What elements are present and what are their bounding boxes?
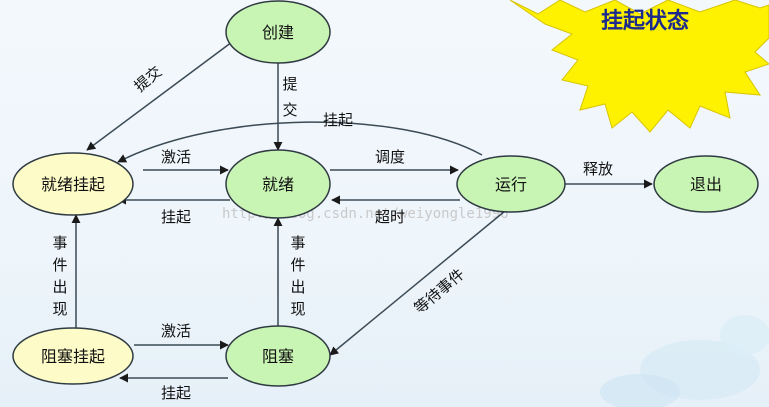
label-running-to-ready-suspend: 挂起 bbox=[323, 111, 353, 129]
label-ready-suspend-to-ready: 激活 bbox=[161, 148, 191, 166]
background-decoration bbox=[600, 315, 769, 407]
label-blocked-to-ready-4: 现 bbox=[290, 300, 305, 318]
label-running-to-exit: 释放 bbox=[583, 160, 613, 178]
node-ready-suspend-label: 就绪挂起 bbox=[41, 175, 105, 194]
label-blocked-to-ready-2: 件 bbox=[290, 256, 305, 274]
edge-running-to-blocked bbox=[329, 210, 506, 356]
label-create-to-ready-2: 交 bbox=[282, 101, 297, 119]
label-blocked-to-ready-1: 事 bbox=[290, 234, 305, 252]
label-running-to-ready: 超时 bbox=[375, 208, 405, 226]
label-blocked-suspend-to-ready-suspend-2: 件 bbox=[52, 256, 67, 274]
label-blocked-suspend-to-ready-suspend-4: 现 bbox=[52, 300, 67, 318]
title-star-badge: 挂起状态 bbox=[509, 0, 769, 133]
label-running-to-blocked: 等待事件 bbox=[411, 265, 469, 317]
edge-create-to-ready-suspend bbox=[86, 41, 233, 151]
node-blocked-label: 阻塞 bbox=[262, 347, 294, 366]
node-ready: 就绪 bbox=[225, 149, 331, 219]
node-running-label: 运行 bbox=[495, 175, 527, 194]
nodes: 创建 就绪挂起 就绪 运行 退出 阻塞挂起 阻塞 bbox=[12, 0, 759, 387]
node-exit-label: 退出 bbox=[690, 175, 722, 194]
node-blocked: 阻塞 bbox=[225, 325, 331, 387]
label-create-to-ready-suspend: 提交 bbox=[131, 62, 166, 95]
label-blocked-suspend-to-ready-suspend-1: 事 bbox=[52, 234, 67, 252]
node-blocked-suspend: 阻塞挂起 bbox=[12, 327, 134, 385]
star-burst-shape bbox=[509, 0, 769, 133]
node-ready-label: 就绪 bbox=[262, 175, 294, 194]
node-create: 创建 bbox=[225, 0, 331, 64]
label-ready-to-running: 调度 bbox=[375, 148, 405, 166]
node-create-label: 创建 bbox=[262, 23, 294, 42]
label-create-to-ready-1: 提 bbox=[282, 75, 297, 93]
node-ready-suspend: 就绪挂起 bbox=[12, 152, 134, 216]
label-blocked-to-blocked-suspend: 挂起 bbox=[161, 384, 191, 402]
label-blocked-suspend-to-ready-suspend-3: 出 bbox=[52, 278, 67, 296]
label-blocked-to-ready-3: 出 bbox=[290, 278, 305, 296]
edge-running-to-ready-suspend bbox=[117, 121, 483, 163]
edges bbox=[71, 41, 653, 383]
label-ready-to-ready-suspend: 挂起 bbox=[161, 208, 191, 226]
node-running: 运行 bbox=[456, 155, 566, 213]
diagram-title: 挂起状态 bbox=[601, 8, 689, 34]
node-exit: 退出 bbox=[653, 155, 759, 213]
node-blocked-suspend-label: 阻塞挂起 bbox=[41, 347, 105, 366]
label-blocked-suspend-to-blocked: 激活 bbox=[161, 322, 191, 340]
